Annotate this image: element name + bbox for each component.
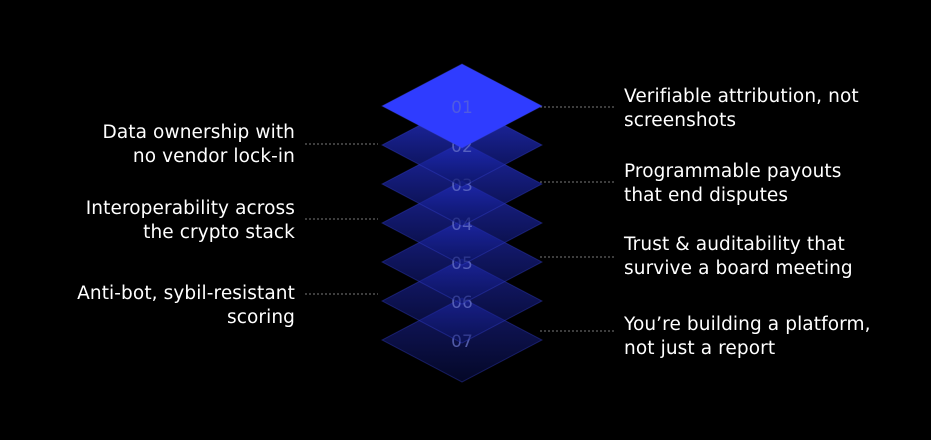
left-label-line: no vendor lock-in [132, 146, 295, 167]
right-label-programmable-payouts: Programmable payouts that end disputes [624, 160, 842, 208]
right-label-line: Programmable payouts [624, 161, 842, 182]
layer-diamond [380, 63, 544, 149]
right-label-line: Verifiable attribution, not [624, 86, 859, 107]
left-label-data-ownership: Data ownership with no vendor lock-in [103, 121, 296, 169]
right-label-line: that end disputes [624, 185, 789, 206]
left-label-interoperability: Interoperability across the crypto stack [86, 197, 295, 245]
left-label-line: Data ownership with [102, 122, 295, 143]
stack-layer-01: 01 [380, 63, 544, 149]
layer-number: 01 [451, 98, 473, 118]
right-label-line: not just a report [624, 338, 776, 359]
left-label-anti-bot: Anti-bot, sybil-resistant scoring [77, 282, 295, 330]
left-label-line: the crypto stack [143, 222, 295, 243]
right-label-line: survive a board meeting [624, 258, 853, 279]
right-label-verifiable-attribution: Verifiable attribution, not screenshots [624, 85, 859, 133]
right-label-line: You’re building a platform, [624, 314, 871, 335]
right-label-line: Trust & auditability that [624, 234, 845, 255]
left-label-line: scoring [226, 307, 295, 328]
right-label-trust-auditability: Trust & auditability that survive a boar… [624, 233, 853, 281]
right-label-building-platform: You’re building a platform, not just a r… [624, 313, 871, 361]
left-label-line: Anti-bot, sybil-resistant [77, 283, 295, 304]
left-label-line: Interoperability across [85, 198, 295, 219]
right-label-line: screenshots [624, 110, 737, 131]
